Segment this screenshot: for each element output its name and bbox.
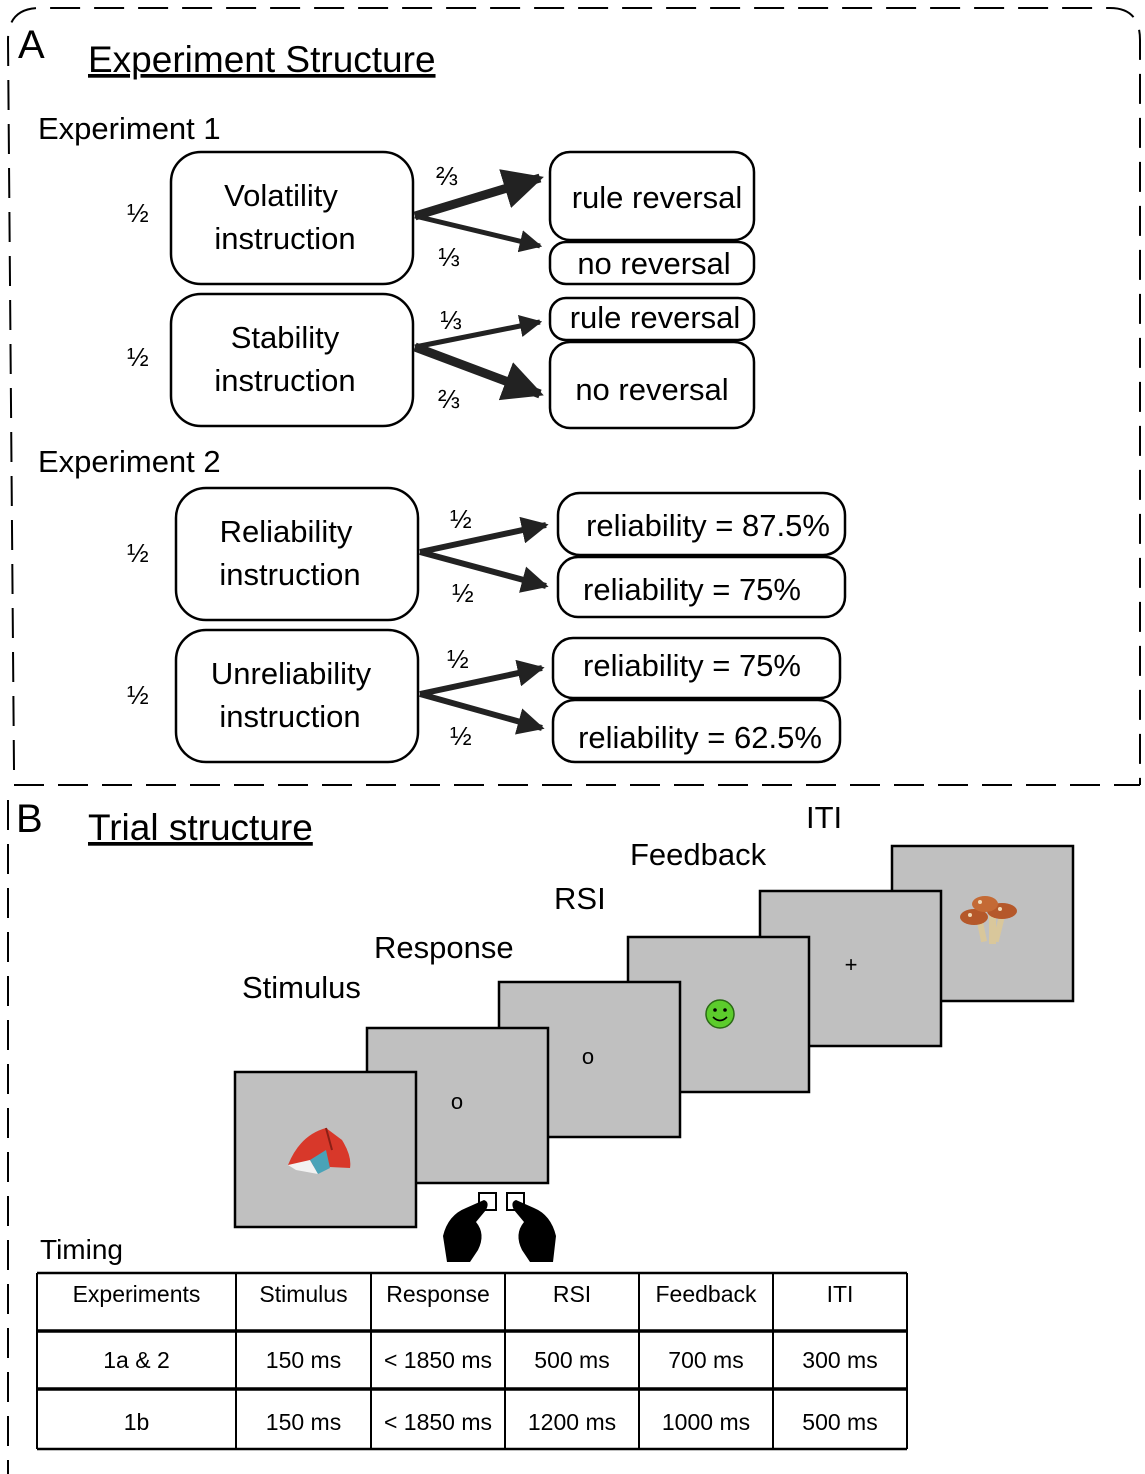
block-prob: ½ <box>127 680 149 710</box>
response-circle-symbol: o <box>582 1044 594 1069</box>
panel-a-letter: A <box>18 23 45 67</box>
branch-arrow <box>419 549 549 593</box>
branch-prob: ½ <box>447 644 469 674</box>
response-label: Response <box>374 930 514 965</box>
outcome-label: rule reversal <box>570 300 741 335</box>
outcome-label: reliability = 75% <box>583 572 801 607</box>
stimulus-label: Stimulus <box>242 970 361 1005</box>
outcome-box <box>548 150 756 242</box>
rsi-label: RSI <box>554 881 606 916</box>
instruction-line2: instruction <box>214 221 355 256</box>
experiment2-label: Experiment 2 <box>38 444 221 479</box>
branch-arrow <box>419 516 549 555</box>
block-prob: ½ <box>127 198 149 228</box>
branch-arrow-thin <box>414 314 543 350</box>
fixation-cross: + <box>845 952 858 977</box>
timing-label: Timing <box>40 1234 123 1265</box>
feedback-label: Feedback <box>630 837 767 872</box>
instruction-line1: Reliability <box>220 514 353 549</box>
table-cell: 1a & 2 <box>103 1347 170 1373</box>
instruction-line1: Stability <box>231 320 340 355</box>
table-header: Feedback <box>655 1281 757 1307</box>
table-cell: 500 ms <box>802 1409 877 1435</box>
branch-prob: ⅓ <box>438 242 460 272</box>
table-header: RSI <box>553 1281 591 1307</box>
instruction-line1: Unreliability <box>211 656 372 691</box>
mushroom-icon <box>960 896 1017 944</box>
table-header: Response <box>386 1281 490 1307</box>
branch-arrow-thin <box>414 213 543 253</box>
outcome-box <box>548 240 756 286</box>
table-cell: 1000 ms <box>662 1409 750 1435</box>
branch-prob: ½ <box>450 504 472 534</box>
reliability-block: ½ Reliability instruction ½ ½ reliabilit… <box>127 486 847 622</box>
timing-table: Experiments Stimulus Response RSI Feedback IT… <box>36 1271 908 1451</box>
table-cell: < 1850 ms <box>384 1409 492 1435</box>
outcome-label: reliability = 87.5% <box>586 508 830 543</box>
outcome-box <box>548 340 756 430</box>
instruction-box <box>169 292 415 428</box>
table-cell: 700 ms <box>668 1347 743 1373</box>
branch-arrow <box>419 659 545 697</box>
branch-arrow-thick <box>413 342 544 401</box>
table-cell: 1200 ms <box>528 1409 616 1435</box>
branch-prob: ⅔ <box>438 384 460 414</box>
block-prob: ½ <box>127 538 149 568</box>
unreliability-block: ½ Unreliability instruction ½ ½ reliabil… <box>127 628 842 764</box>
panel-b-title: Trial structure <box>88 807 313 848</box>
instruction-line2: instruction <box>219 557 360 592</box>
outcome-box <box>548 296 756 342</box>
outcome-box <box>556 555 847 619</box>
stability-block: ½ Stability instruction ⅓ ⅔ rule reversa… <box>127 292 756 430</box>
response-circle-symbol: o <box>451 1089 463 1114</box>
outcome-label: reliability = 75% <box>583 648 801 683</box>
instruction-line1: Volatility <box>224 178 338 213</box>
branch-arrow-thick <box>413 169 544 221</box>
outcome-box <box>551 636 842 700</box>
block-prob: ½ <box>127 342 149 372</box>
smiley-icon <box>705 999 735 1029</box>
iti-label: ITI <box>806 800 842 835</box>
table-header: ITI <box>827 1281 854 1307</box>
table-cell: < 1850 ms <box>384 1347 492 1373</box>
branch-arrow <box>419 691 545 735</box>
table-cell: 150 ms <box>266 1347 341 1373</box>
instruction-line2: instruction <box>219 699 360 734</box>
panel-a-title: Experiment Structure <box>88 39 436 80</box>
outcome-label: rule reversal <box>572 180 743 215</box>
instruction-box <box>174 628 420 764</box>
panel-b-letter: B <box>16 797 43 841</box>
outcome-box <box>556 491 847 557</box>
outcome-label: reliability = 62.5% <box>578 720 822 755</box>
branch-prob: ⅓ <box>440 305 462 335</box>
outcome-label: no reversal <box>575 372 728 407</box>
outcome-label: no reversal <box>577 246 730 281</box>
table-cell: 300 ms <box>802 1347 877 1373</box>
table-cell: 1b <box>124 1409 150 1435</box>
branch-prob: ⅔ <box>436 161 458 191</box>
response-keys-hands-icon <box>443 1192 556 1262</box>
table-header: Experiments <box>73 1281 201 1307</box>
table-cell: 500 ms <box>534 1347 609 1373</box>
branch-prob: ½ <box>452 578 474 608</box>
table-cell: 150 ms <box>266 1409 341 1435</box>
branch-prob: ½ <box>450 721 472 751</box>
outcome-box <box>551 698 842 764</box>
panel-a-border <box>6 7 1141 786</box>
instruction-box <box>174 486 420 622</box>
instruction-box <box>169 150 415 286</box>
experiment1-label: Experiment 1 <box>38 111 221 146</box>
stimulus-screen <box>233 1070 418 1229</box>
volatility-block: ½ Volatility instruction ⅔ ⅓ rule revers… <box>127 150 756 286</box>
tent-icon <box>288 1127 351 1174</box>
instruction-line2: instruction <box>214 363 355 398</box>
table-header: Stimulus <box>259 1281 347 1307</box>
